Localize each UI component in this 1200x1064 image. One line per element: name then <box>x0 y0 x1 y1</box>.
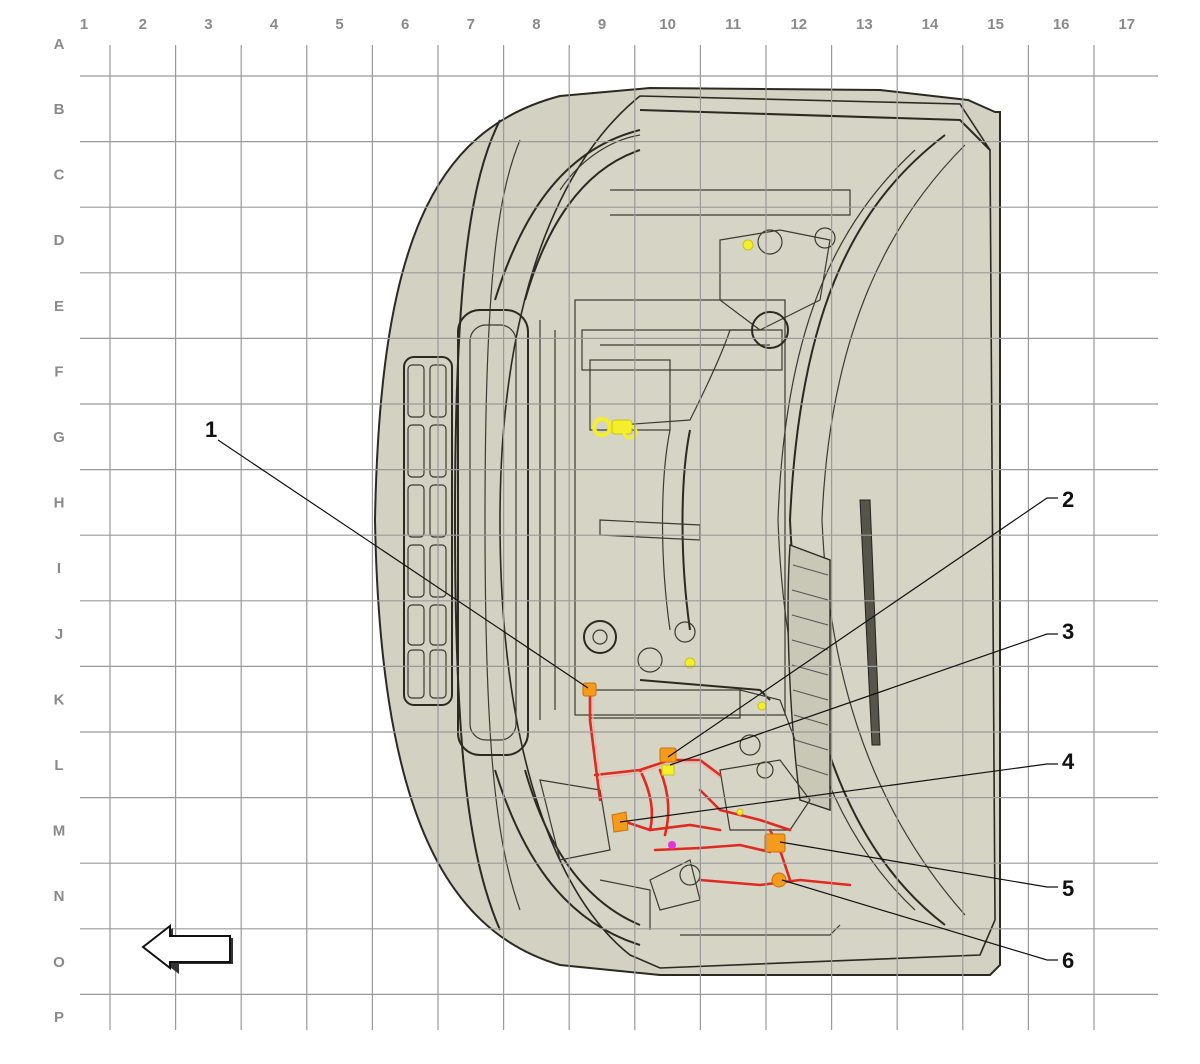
grid-row-label: H <box>54 495 65 512</box>
grid-column-label: 11 <box>725 16 741 33</box>
grid-row-label: C <box>54 167 65 184</box>
yellow-markers <box>592 239 767 816</box>
grid-column-label: 15 <box>987 16 1004 33</box>
grid-column-label: 12 <box>790 16 807 33</box>
grid-column-label: 9 <box>598 16 606 33</box>
grid-column-label: 6 <box>401 16 409 33</box>
callout-leader-3 <box>669 633 1058 766</box>
grid-column-label: 1 <box>80 16 88 33</box>
grid-row-label: J <box>55 626 63 643</box>
grid-row-label: F <box>54 363 63 380</box>
callout-leaders <box>217 439 1058 961</box>
arrow-left-icon <box>141 923 233 974</box>
grid-row-label: A <box>54 36 65 53</box>
callout-5: 5 <box>1062 876 1074 901</box>
magenta-marker <box>668 841 676 849</box>
grid-column-label: 17 <box>1118 16 1135 33</box>
grid-column-label: 10 <box>659 16 676 33</box>
grid-row-label: E <box>54 298 64 315</box>
front-grille <box>403 356 453 706</box>
grid-row-label: M <box>53 823 66 840</box>
reference-grid <box>80 45 1158 1030</box>
grid-row-label: D <box>54 232 65 249</box>
grid-row-label: L <box>54 757 63 774</box>
wiring-harness-shadow <box>592 690 721 801</box>
orange-connectors <box>582 682 787 888</box>
grid-column-label: 3 <box>204 16 212 33</box>
grid-column-label: 14 <box>922 16 939 33</box>
callout-leader-2 <box>667 497 1058 758</box>
grid-row-label: P <box>54 1009 64 1026</box>
grid-column-label: 5 <box>335 16 343 33</box>
grid-row-label: B <box>54 101 65 118</box>
grid-row-label: I <box>57 560 61 577</box>
grid-column-label: 2 <box>139 16 147 33</box>
callout-6: 6 <box>1062 948 1074 973</box>
grid-column-label: 4 <box>270 16 279 33</box>
grid-row-labels: A B C D E F G H I J K L M N O P <box>53 36 66 1026</box>
callout-leader-4 <box>619 763 1058 823</box>
callout-leader-5 <box>779 841 1058 888</box>
callout-2: 2 <box>1062 487 1074 512</box>
grid-column-label: 13 <box>856 16 873 33</box>
grid-row-label: N <box>54 888 65 905</box>
grid-row-label: K <box>54 691 65 708</box>
callout-1: 1 <box>205 417 217 442</box>
grid-row-label: O <box>53 954 65 971</box>
callout-leader-6 <box>781 879 1058 961</box>
callout-4: 4 <box>1062 749 1075 774</box>
grid-column-label: 7 <box>467 16 475 33</box>
callout-3: 3 <box>1062 619 1074 644</box>
grid-row-label: G <box>53 429 65 446</box>
grid-column-label: 16 <box>1053 16 1070 33</box>
grid-column-label: 8 <box>532 16 540 33</box>
vehicle-body <box>373 86 1001 976</box>
callout-leader-1 <box>217 439 589 689</box>
